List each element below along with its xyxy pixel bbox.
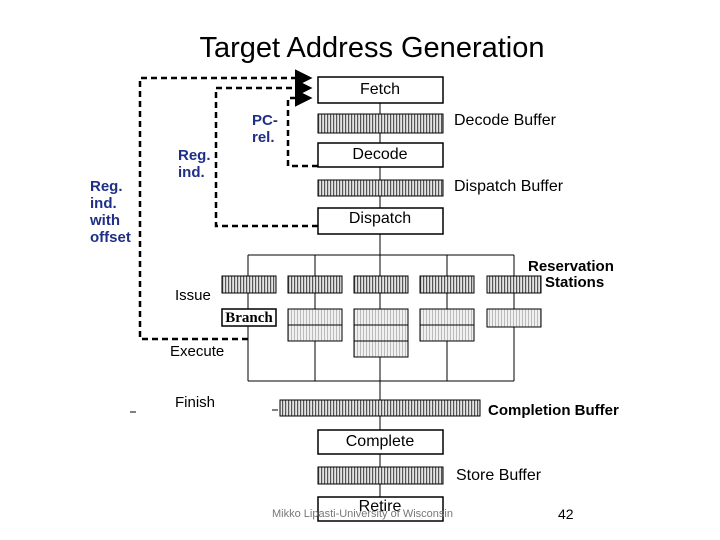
reservation-station-2	[287, 275, 343, 294]
reg-ind-line2: ind.	[178, 164, 205, 181]
pc-rel-line2: rel.	[252, 129, 275, 146]
reservation-stations	[221, 275, 542, 294]
decode-label: Decode	[352, 146, 407, 163]
retire-label: Retire	[359, 498, 402, 515]
feedback-paths	[138, 69, 318, 341]
pc-rel-path	[286, 89, 318, 168]
reservation-station-5	[486, 275, 542, 294]
reg-ind-offset-line1: Reg.	[90, 178, 123, 195]
reservation-station-1	[221, 275, 277, 294]
reservation-label-line2: Stations	[545, 274, 604, 291]
branch-unit	[221, 308, 277, 327]
reg-ind-line1: Reg.	[178, 147, 211, 164]
reservation-station-4	[419, 275, 475, 294]
dispatch-buffer	[317, 179, 444, 197]
complete-box	[317, 429, 444, 455]
reg-ind-offset-label: Reg. ind. with offset	[89, 178, 131, 246]
completion-buffer-label: Completion Buffer	[488, 402, 619, 419]
reg-ind-path	[214, 79, 318, 228]
decode-buffer-label: Decode Buffer	[454, 112, 557, 129]
reservation-station-3	[353, 275, 409, 294]
exec-unit-3	[353, 308, 409, 358]
fetch-box	[317, 76, 444, 104]
retire-box	[317, 496, 444, 522]
reg-ind-offset-line3: with	[89, 212, 120, 229]
reg-ind-offset-line4: offset	[90, 229, 131, 246]
reg-ind-offset-line2: ind.	[90, 195, 117, 212]
flow-lines	[247, 103, 515, 497]
footer-credit: Mikko Lipasti-University of Wisconsin	[272, 508, 453, 520]
dispatch-buffer-label: Dispatch Buffer	[454, 178, 564, 195]
fetch-label: Fetch	[360, 81, 400, 98]
finish-label: Finish	[175, 394, 215, 411]
store-buffer-label: Store Buffer	[456, 467, 542, 484]
execute-label: Execute	[170, 343, 224, 360]
reservation-label-line1: Reservation	[528, 258, 614, 275]
reg-ind-offset-path	[138, 69, 313, 341]
store-buffer	[317, 466, 444, 485]
page-number: 42	[558, 506, 574, 522]
reg-ind-label: Reg. ind.	[178, 147, 215, 181]
issue-label: Issue	[175, 287, 211, 304]
slide-title: Target Address Generation	[199, 32, 545, 64]
completion-buffer	[279, 399, 481, 417]
execution-units	[221, 308, 542, 358]
branch-unit-label: Branch	[225, 310, 273, 326]
pc-rel-line1: PC-	[252, 112, 278, 129]
dispatch-box	[317, 207, 444, 235]
decode-box	[317, 142, 444, 168]
complete-label: Complete	[346, 433, 415, 450]
pc-rel-label: PC- rel.	[252, 112, 282, 146]
exec-unit-5	[486, 308, 542, 328]
dispatch-label: Dispatch	[349, 210, 411, 227]
decode-buffer	[317, 113, 444, 134]
